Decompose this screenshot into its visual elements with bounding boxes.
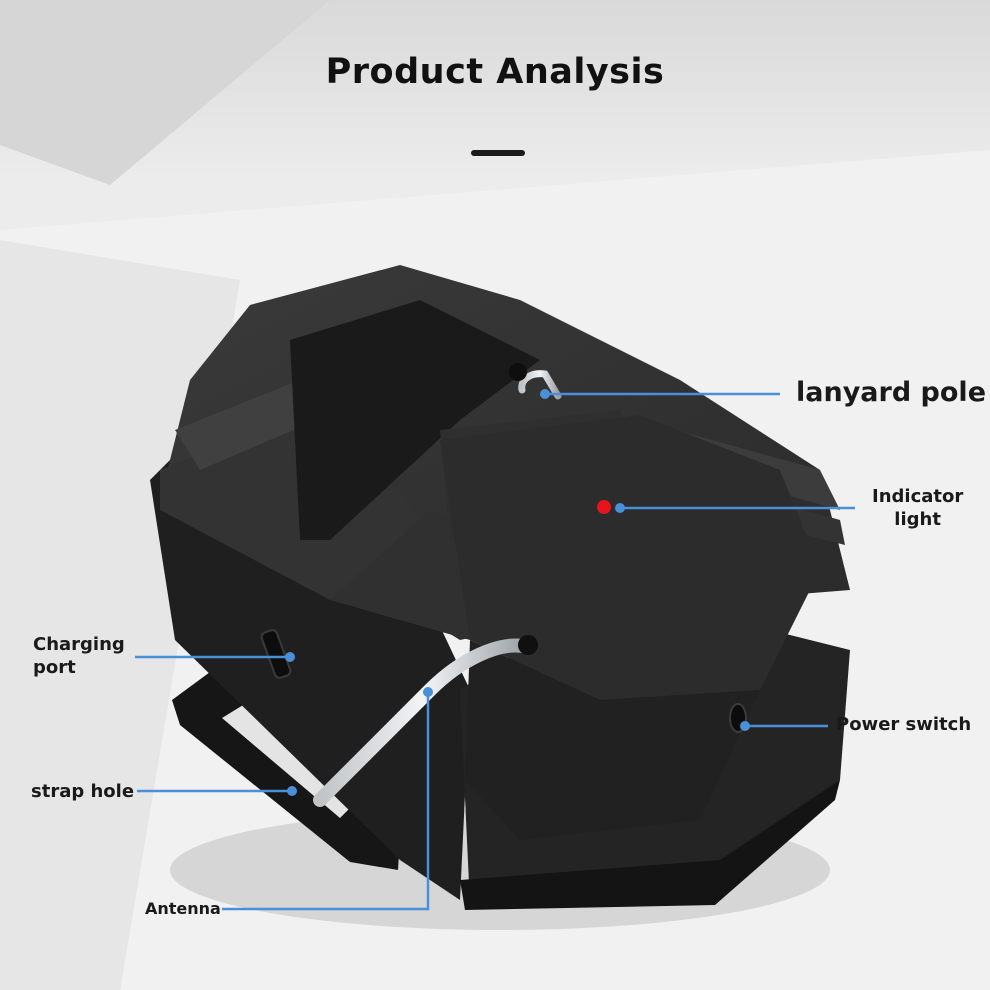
label-charging-line1: Charging	[33, 634, 125, 655]
indicator-light	[597, 500, 611, 514]
page-title: Product Analysis	[325, 52, 665, 92]
antenna-socket	[518, 635, 538, 655]
front-block	[440, 415, 820, 700]
background-wall-shadow	[0, 0, 330, 185]
lanyard-pole	[518, 370, 562, 400]
label-charging-line2: port	[33, 657, 76, 678]
lanyard-channel	[290, 300, 540, 540]
lanyard-pole-socket	[509, 363, 527, 381]
label-lanyard-pole: lanyard pole	[796, 377, 987, 408]
title-underline	[471, 150, 525, 156]
label-indicator-line2: light	[894, 509, 941, 530]
label-indicator-light: Indicator light	[872, 485, 963, 531]
label-indicator-line1: Indicator	[872, 486, 964, 507]
callout-line-antenna	[222, 692, 430, 911]
device-body-bottom-edge	[460, 780, 840, 910]
front-block-face	[465, 640, 760, 840]
label-strap-hole: strap hole	[31, 781, 135, 802]
label-charging-port: Charging port	[33, 633, 125, 679]
label-antenna: Antenna	[145, 899, 221, 918]
label-power-switch: Power switch	[836, 714, 972, 735]
callout-lines	[135, 392, 855, 911]
callout-dots	[285, 389, 750, 796]
